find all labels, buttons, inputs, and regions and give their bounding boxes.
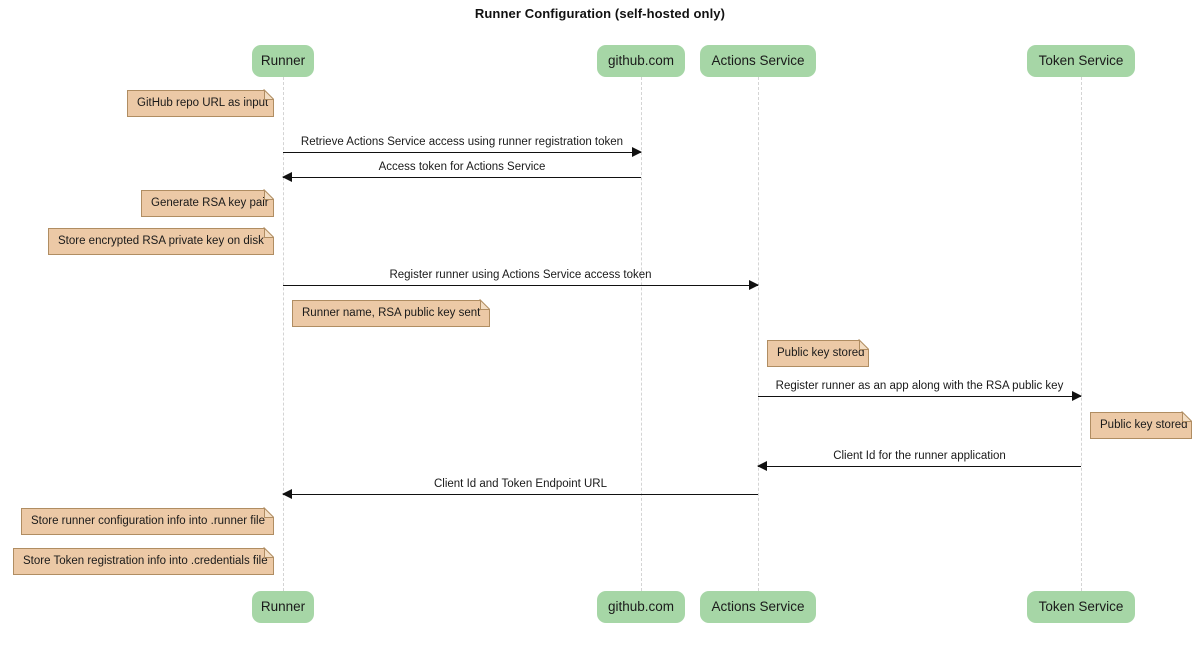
note-runner-name: Runner name, RSA public key sent [292,299,491,327]
note-text: Generate RSA key pair [151,196,269,209]
note-text: GitHub repo URL as input [137,96,269,109]
message-line [283,177,641,178]
message-line [283,152,641,153]
lifeline-actions [758,77,759,591]
note-store-private: Store encrypted RSA private key on disk [48,227,275,255]
note-pubkey-actions: Public key stored [767,339,870,367]
message-label: Register runner using Actions Service ac… [389,268,652,281]
participant-runner-top[interactable]: Runner [252,45,314,77]
participant-github-bottom[interactable]: github.com [597,591,685,623]
note-generate-rsa: Generate RSA key pair [141,189,275,217]
note-text: Public key stored [777,346,865,359]
note-fold-corner-icon [480,299,491,310]
arrowhead-right-icon [1072,391,1082,401]
message-label: Access token for Actions Service [378,160,546,173]
arrowhead-left-icon [757,461,767,471]
note-text: Store encrypted RSA private key on disk [58,234,264,247]
note-store-config: Store runner configuration info into .ru… [21,507,275,535]
participant-token-top[interactable]: Token Service [1027,45,1135,77]
note-text: Runner name, RSA public key sent [302,306,481,319]
participant-label: github.com [607,53,675,69]
note-pubkey-token: Public key stored [1090,411,1193,439]
participant-actions-top[interactable]: Actions Service [700,45,816,77]
message-line [758,466,1081,467]
arrowhead-right-icon [749,280,759,290]
note-fold-corner-icon [1182,411,1193,422]
participant-label: Actions Service [711,599,805,615]
message-line [758,396,1081,397]
participant-label: Token Service [1038,599,1124,615]
note-text: Public key stored [1100,418,1188,431]
note-fold-corner-icon [264,547,275,558]
participant-label: Actions Service [711,53,805,69]
participant-label: Token Service [1038,53,1124,69]
participant-github-top[interactable]: github.com [597,45,685,77]
participant-token-bottom[interactable]: Token Service [1027,591,1135,623]
arrowhead-left-icon [282,489,292,499]
participant-actions-bottom[interactable]: Actions Service [700,591,816,623]
lifeline-github [641,77,642,591]
participant-label: Runner [260,599,306,615]
message-line [283,285,758,286]
participant-label: github.com [607,599,675,615]
note-store-creds: Store Token registration info into .cred… [13,547,275,575]
note-fold-corner-icon [264,507,275,518]
message-label: Client Id for the runner application [833,449,1006,462]
message-label: Retrieve Actions Service access using ru… [300,135,624,148]
participant-label: Runner [260,53,306,69]
arrowhead-right-icon [632,147,642,157]
lifeline-token [1081,77,1082,591]
note-fold-corner-icon [264,189,275,200]
note-text: Store Token registration info into .cred… [23,554,268,567]
arrowhead-left-icon [282,172,292,182]
note-repo-url: GitHub repo URL as input [127,89,275,117]
note-fold-corner-icon [859,339,870,350]
message-label: Register runner as an app along with the… [775,379,1064,392]
note-fold-corner-icon [264,227,275,238]
message-line [283,494,758,495]
page-title: Runner Configuration (self-hosted only) [474,6,726,21]
message-label: Client Id and Token Endpoint URL [433,477,608,490]
note-text: Store runner configuration info into .ru… [31,514,265,527]
note-fold-corner-icon [264,89,275,100]
lifeline-runner [283,77,284,591]
participant-runner-bottom[interactable]: Runner [252,591,314,623]
